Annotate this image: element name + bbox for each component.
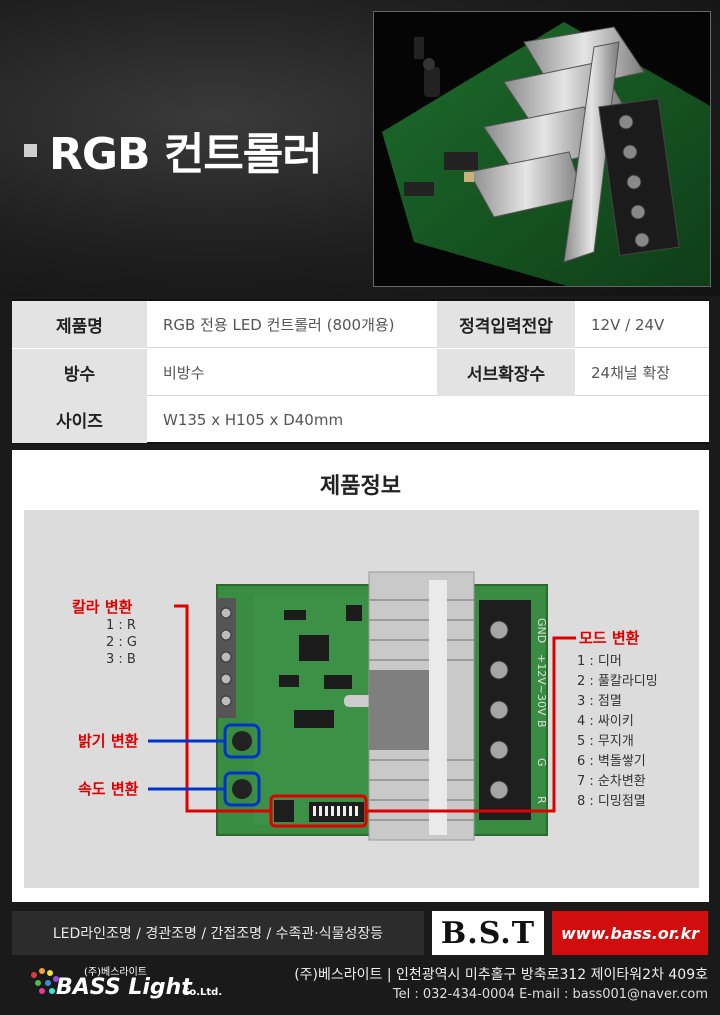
product-tags: LED라인조명 / 경관조명 / 간접조명 / 수족관·식물성장등 [12, 911, 424, 955]
spec-label: 방수 [12, 349, 147, 396]
sparkle-logo-icon [31, 968, 59, 994]
spec-label: 제품명 [12, 301, 147, 348]
spec-value: W135 x H105 x D40mm [163, 410, 344, 429]
color-change-item: 1 : R [106, 618, 136, 633]
spec-value: RGB 전용 LED 컨트롤러 (800개용) [163, 316, 395, 334]
header-banner: RGB 컨트롤러 [0, 0, 720, 296]
board-illustration [148, 571, 576, 841]
terminal-label: R [535, 796, 548, 804]
spec-row: 방수 비방수 서브확장수 24채널 확장 [12, 349, 709, 396]
terminal-label: GND [535, 618, 548, 644]
mode-change-label: 모드 변환 [579, 629, 640, 647]
spec-label: 정격입력전압 [437, 301, 575, 348]
terminal-label: +12V~30V [535, 654, 548, 716]
speed-label: 속도 변환 [78, 780, 139, 798]
mode-item: 7 : 순차변환 [577, 774, 646, 789]
bst-logo: B.S.T [432, 911, 544, 955]
color-change-label: 칼라 변환 [72, 598, 133, 616]
mode-item: 2 : 풀칼라디밍 [577, 674, 658, 689]
color-change-item: 2 : G [106, 635, 137, 650]
spec-value: 24채널 확장 [591, 364, 671, 382]
spec-label: 사이즈 [12, 396, 147, 443]
mode-item: 3 : 점멸 [577, 694, 622, 709]
title-group: RGB 컨트롤러 [24, 118, 323, 182]
brightness-label: 밝기 변환 [78, 732, 139, 750]
color-change-item: 3 : B [106, 652, 136, 667]
terminal-labels: GND +12V~30V B G R [534, 610, 554, 820]
terminal-label: B [535, 720, 548, 728]
product-photo [373, 11, 711, 287]
section-title: 제품정보 [320, 474, 401, 499]
spec-value: 12V / 24V [591, 315, 665, 334]
board-diagram: GND +12V~30V B G R 칼라 변환 1 : R 2 : G 3 :… [24, 510, 699, 888]
spec-label: 서브확장수 [437, 349, 575, 396]
bass-light-logo: (주)베스라이트 BASS Light Co.Ltd. [26, 961, 236, 1009]
spec-value: 비방수 [163, 364, 205, 382]
company-address: (주)베스라이트 | 인천광역시 미추홀구 방축로312 제이타워2차 409호 [294, 967, 708, 983]
mode-item: 4 : 싸이키 [577, 714, 634, 729]
controller-photo-illustration [374, 12, 710, 286]
mode-item: 1 : 디머 [577, 654, 622, 669]
mode-item: 8 : 디밍점멸 [577, 794, 646, 809]
terminal-label: G [535, 758, 548, 767]
spec-row: 제품명 RGB 전용 LED 컨트롤러 (800개용) 정격입력전압 12V /… [12, 301, 709, 348]
square-bullet-icon [24, 143, 37, 157]
mode-item: 6 : 벽돌쌓기 [577, 754, 646, 769]
spec-table: 제품명 RGB 전용 LED 컨트롤러 (800개용) 정격입력전압 12V /… [12, 299, 709, 444]
company-contact: Tel : 032-434-0004 E-mail : bass001@nave… [392, 987, 708, 1002]
mode-item: 5 : 무지개 [577, 734, 634, 749]
spec-row: 사이즈 W135 x H105 x D40mm [12, 396, 709, 443]
product-info-section: 제품정보 [12, 450, 709, 902]
logo-main-text: BASS Light [56, 975, 192, 1000]
logo-small-text: (주)베스라이트 [84, 967, 148, 978]
website-link[interactable]: www.bass.or.kr [552, 911, 708, 955]
logo-suffix-text: Co.Ltd. [182, 987, 223, 998]
footer: LED라인조명 / 경관조명 / 간접조명 / 수족관·식물성장등 B.S.T … [0, 903, 720, 1015]
page-title: RGB 컨트롤러 [49, 129, 323, 180]
